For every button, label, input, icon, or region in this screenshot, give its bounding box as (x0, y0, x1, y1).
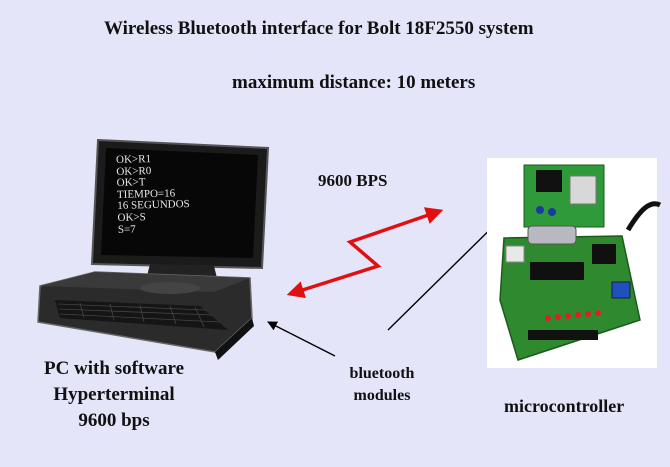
bluetooth-label-line: modules (353, 387, 411, 404)
bluetooth-modules-label: bluetooth modules (336, 363, 428, 407)
microcontroller-label: microcontroller (504, 396, 625, 416)
baud-rate-label: 9600 BPS (318, 171, 388, 190)
pc-label: PC with software Hyperterminal 9600 bps (26, 356, 202, 434)
wireless-link-arrow (286, 207, 444, 299)
pc-label-line: 9600 bps (78, 410, 150, 431)
laptop-screen-text: OK>R1 OK>R0 OK>T TIEMPO=16 16 SEGUNDOS O… (116, 153, 191, 236)
bluetooth-label-line: bluetooth (349, 365, 415, 382)
pointer-arrow-to-pc (267, 321, 336, 357)
diagram-title: Wireless Bluetooth interface for Bolt 18… (104, 18, 534, 39)
diagram-subtitle: maximum distance: 10 meters (232, 72, 476, 93)
screen-line: S=7 (117, 223, 136, 236)
microcontroller-board-illustration (487, 158, 662, 368)
pc-label-line: PC with software (43, 358, 184, 379)
pc-label-line: Hyperterminal (53, 384, 175, 405)
laptop-illustration (37, 138, 270, 360)
